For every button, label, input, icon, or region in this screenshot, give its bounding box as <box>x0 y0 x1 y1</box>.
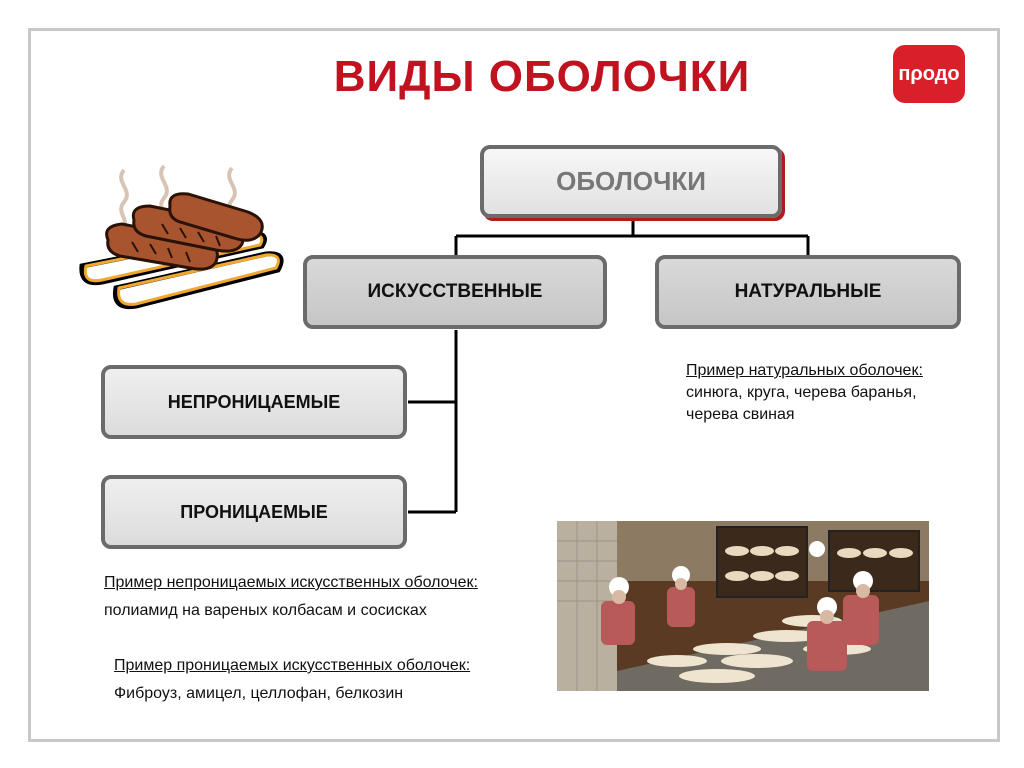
brand-logo: пρодо <box>893 45 965 103</box>
natural-example-heading: Пример натуральных оболочек: <box>686 362 923 379</box>
slide-title: ВИДЫ ОБОЛОЧКИ <box>333 52 751 101</box>
impermeable-example-heading: Пример непроницаемых искусственных оболо… <box>104 574 478 591</box>
natural-example: Пример натуральных оболочек: синюга, кру… <box>686 360 923 426</box>
node-natural: НАТУРАЛЬНЫЕ <box>655 255 961 329</box>
sausage-factory-photo <box>557 521 929 691</box>
permeable-example-heading: Пример проницаемых искусственных оболоче… <box>114 657 471 674</box>
sausages-clipart <box>79 164 284 310</box>
impermeable-example-text: полиамид на вареных колбасам и сосисках <box>104 602 427 619</box>
impermeable-example: Пример непроницаемых искусственных оболо… <box>104 572 478 622</box>
node-impermeable: НЕПРОНИЦАЕМЫЕ <box>101 365 407 439</box>
node-artificial: ИСКУССТВЕННЫЕ <box>303 255 607 329</box>
permeable-example: Пример проницаемых искусственных оболоче… <box>114 655 470 705</box>
node-permeable: ПРОНИЦАЕМЫЕ <box>101 475 407 549</box>
node-casings: ОБОЛОЧКИ <box>480 145 782 218</box>
natural-example-line2: черева свиная <box>686 406 795 423</box>
natural-example-line1: синюга, круга, черева баранья, <box>686 384 917 401</box>
permeable-example-text: Фиброуз, амицел, целлофан, белкозин <box>114 685 404 702</box>
